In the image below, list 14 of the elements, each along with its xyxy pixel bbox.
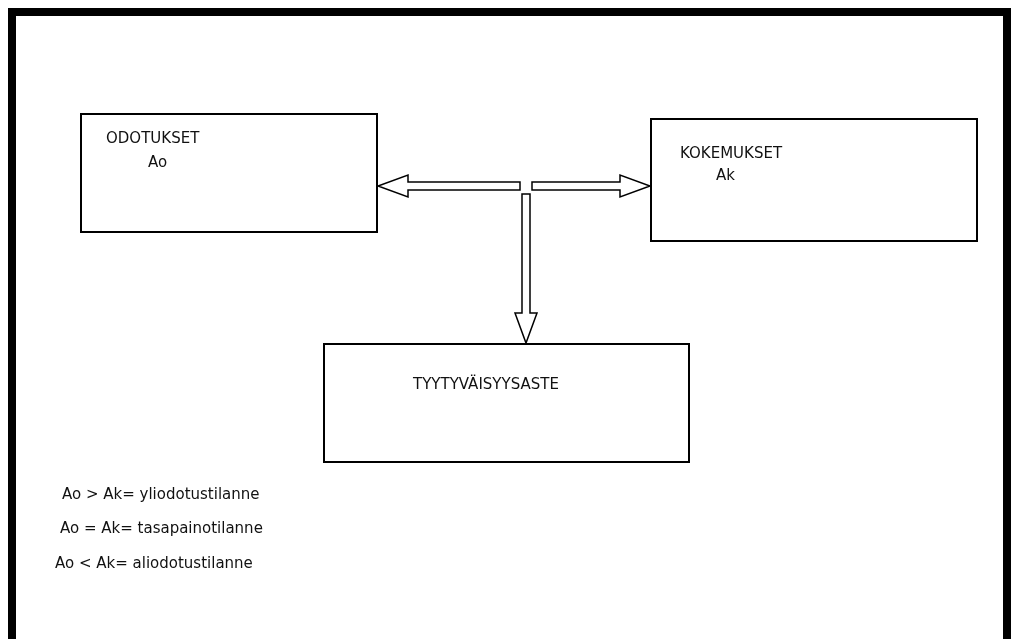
formula-note: Ao < Ak= aliodotustilanne bbox=[55, 554, 253, 572]
box-symbol: Ao bbox=[148, 153, 168, 171]
formula-note: Ao > Ak= yliodotustilanne bbox=[62, 485, 260, 503]
box-heading: ODOTUKSET bbox=[106, 129, 200, 147]
box-heading: KOKEMUKSET bbox=[680, 144, 783, 162]
text-box bbox=[323, 343, 690, 463]
block-arrow bbox=[375, 173, 521, 199]
formula-note: Ao = Ak= tasapainotilanne bbox=[60, 519, 263, 537]
box-heading: TYYTYVÄISYYSASTE bbox=[413, 375, 559, 393]
block-arrow bbox=[513, 193, 539, 346]
text-box bbox=[80, 113, 378, 233]
block-arrow bbox=[531, 173, 653, 199]
box-symbol: Ak bbox=[716, 166, 735, 184]
text-box bbox=[650, 118, 978, 242]
